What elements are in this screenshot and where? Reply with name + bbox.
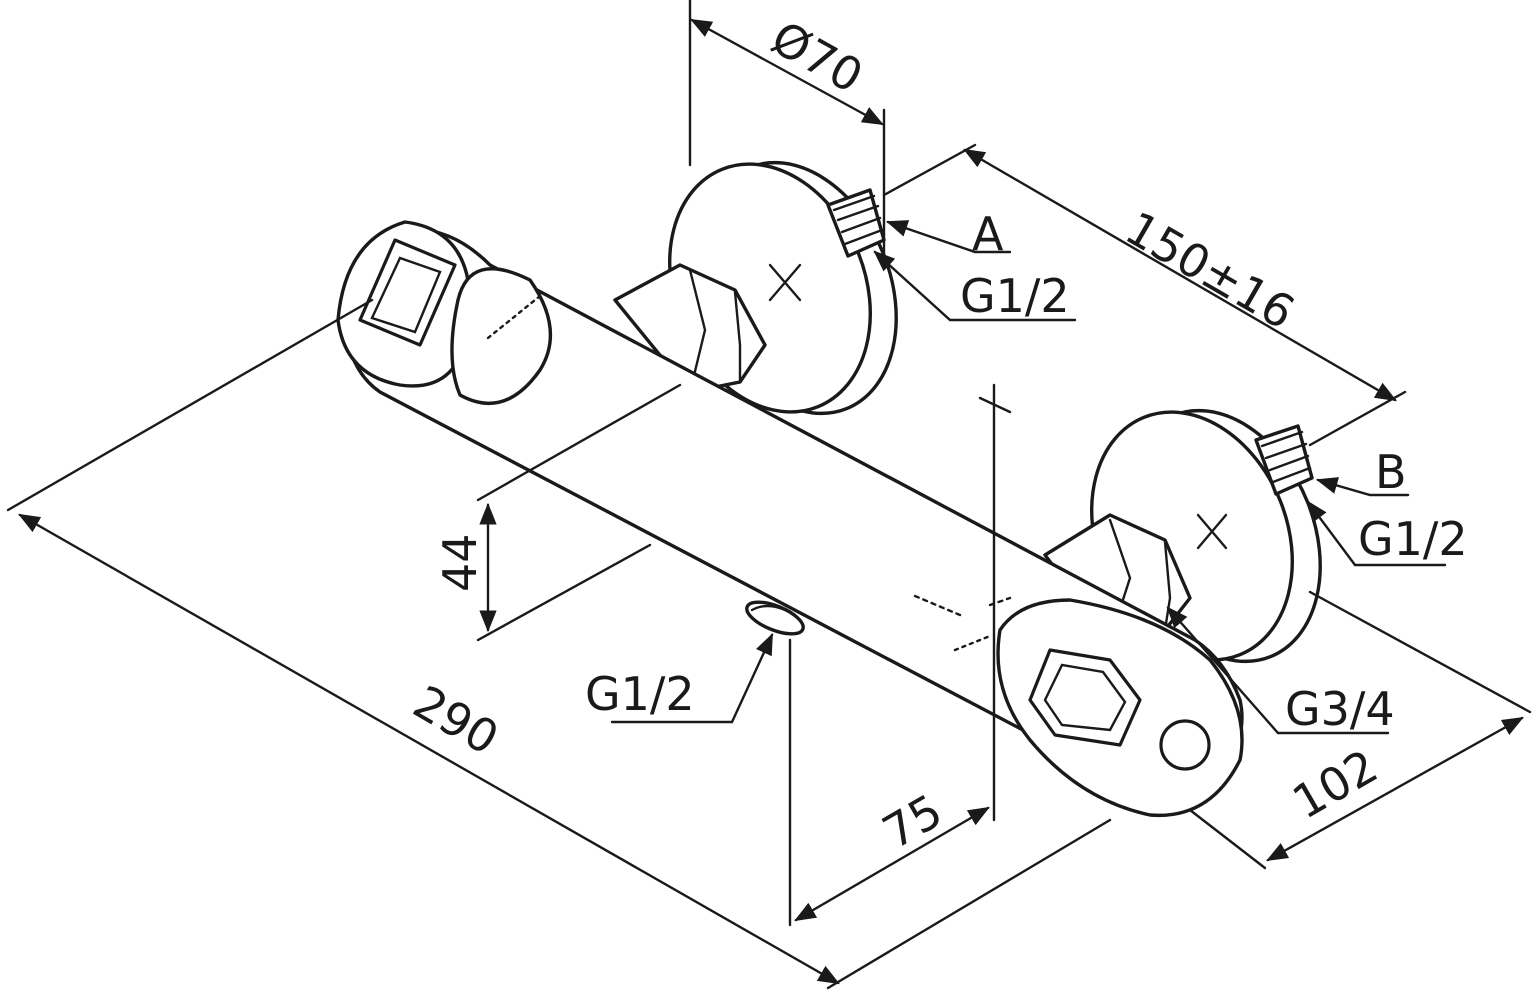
inlet-b-thread-label: G1/2 bbox=[1358, 512, 1468, 566]
flange-b-cross-icon bbox=[1196, 513, 1228, 550]
offset-label: 75 bbox=[874, 783, 952, 859]
inlet-a-thread-label: G1/2 bbox=[960, 269, 1070, 323]
centers-label: 150±16 bbox=[1117, 201, 1304, 340]
outlet-thread-label: G3/4 bbox=[1285, 682, 1395, 736]
depth-label: 102 bbox=[1284, 739, 1387, 830]
bottom-outlet-thread-label: G1/2 bbox=[585, 667, 695, 721]
temperature-scale-marks bbox=[486, 294, 542, 340]
height-label: 44 bbox=[433, 533, 487, 592]
leader-lines bbox=[610, 220, 1447, 735]
inlet-a-label: A bbox=[972, 207, 1004, 261]
thermostat-handle[interactable] bbox=[336, 220, 553, 405]
dimension-lines bbox=[6, 0, 1532, 990]
inlet-b-thread bbox=[1254, 424, 1314, 496]
flow-knob-circle bbox=[1159, 719, 1211, 771]
flange-a-cross-icon bbox=[768, 263, 802, 302]
length-label: 290 bbox=[405, 675, 508, 766]
inlet-b-label: B bbox=[1375, 445, 1407, 499]
